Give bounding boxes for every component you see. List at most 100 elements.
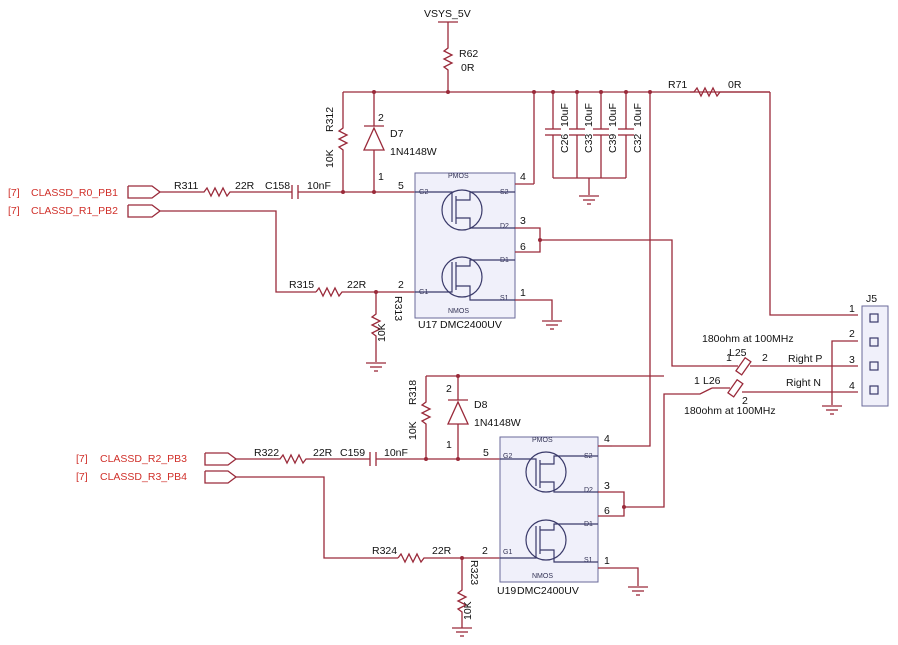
resistor-r322: R322 22R xyxy=(236,447,370,465)
svg-text:4: 4 xyxy=(604,433,610,445)
svg-text:2: 2 xyxy=(378,112,384,124)
svg-text:[7]: [7] xyxy=(76,453,88,465)
svg-text:10K: 10K xyxy=(407,421,419,440)
svg-text:10K: 10K xyxy=(462,601,474,620)
capacitor-c39: C39 10uF xyxy=(593,92,619,178)
svg-text:180ohm at 100MHz: 180ohm at 100MHz xyxy=(684,405,776,417)
svg-text:22R: 22R xyxy=(313,447,333,459)
svg-text:10K: 10K xyxy=(324,149,336,168)
r71-to-j5 xyxy=(769,92,858,316)
svg-text:2: 2 xyxy=(762,352,768,364)
svg-text:10uF: 10uF xyxy=(559,103,571,127)
svg-text:R322: R322 xyxy=(254,447,279,459)
svg-text:D7: D7 xyxy=(390,128,404,140)
diode-d7: 2 1 D7 1N4148W xyxy=(362,92,437,192)
resistor-r311: R311 22R xyxy=(160,180,292,198)
svg-text:R311: R311 xyxy=(174,180,198,192)
ic-u19: PMOS NMOS G2 S2 D2 D1 G1 S1 U19 DMC2400U… xyxy=(497,436,599,597)
resistor-r318: R318 10K xyxy=(407,376,432,459)
svg-text:[7]: [7] xyxy=(76,471,88,483)
svg-text:6: 6 xyxy=(604,505,610,517)
resistor-r71: R71 0R xyxy=(668,79,770,98)
svg-text:0R: 0R xyxy=(461,62,475,74)
svg-text:3: 3 xyxy=(849,354,855,366)
svg-text:22R: 22R xyxy=(347,279,367,291)
r1-trace xyxy=(160,210,316,293)
svg-text:C33: C33 xyxy=(583,134,595,153)
net-classd-r3: [7] CLASSD_R3_PB4 xyxy=(76,470,238,484)
resistor-r62: R62 0R xyxy=(442,44,478,92)
svg-text:D2: D2 xyxy=(584,487,593,494)
svg-text:1N4148W: 1N4148W xyxy=(474,417,521,429)
ic-u17: PMOS NMOS G2 S2 D2 D1 G1 S1 U17 DMC2400U… xyxy=(414,172,516,331)
svg-text:[7]: [7] xyxy=(8,205,20,217)
svg-text:10uF: 10uF xyxy=(632,103,644,127)
svg-text:C158: C158 xyxy=(265,180,290,192)
svg-text:NMOS: NMOS xyxy=(532,573,553,580)
svg-text:180ohm at 100MHz: 180ohm at 100MHz xyxy=(702,333,794,345)
connector-j5: J5 1 2 3 4 xyxy=(849,293,889,407)
svg-text:C39: C39 xyxy=(607,134,619,153)
svg-text:R313: R313 xyxy=(392,296,404,321)
ground-r313 xyxy=(366,362,386,372)
svg-text:R71: R71 xyxy=(668,79,687,91)
capacitor-c158: C158 10nF xyxy=(265,180,398,199)
svg-text:R324: R324 xyxy=(372,545,397,557)
svg-text:D2: D2 xyxy=(500,223,509,230)
svg-text:CLASSD_R0_PB1: CLASSD_R0_PB1 xyxy=(31,187,118,199)
svg-text:[7]: [7] xyxy=(8,187,20,199)
svg-text:C26: C26 xyxy=(559,134,571,153)
svg-text:1: 1 xyxy=(378,171,384,183)
svg-text:C159: C159 xyxy=(340,447,365,459)
svg-text:NMOS: NMOS xyxy=(448,308,469,315)
svg-text:4: 4 xyxy=(520,171,526,183)
svg-text:L25: L25 xyxy=(729,347,747,359)
svg-text:R62: R62 xyxy=(459,48,478,60)
resistor-r312: R312 10K xyxy=(324,92,349,192)
svg-text:CLASSD_R2_PB3: CLASSD_R2_PB3 xyxy=(100,453,187,465)
svg-text:1N4148W: 1N4148W xyxy=(390,146,437,158)
capacitor-c159: C159 10nF xyxy=(340,447,500,466)
svg-text:1: 1 xyxy=(446,439,452,451)
svg-text:1: 1 xyxy=(694,375,700,387)
ground-j5 xyxy=(822,405,842,415)
svg-text:R318: R318 xyxy=(407,380,419,405)
svg-text:6: 6 xyxy=(520,241,526,253)
svg-text:DMC2400UV: DMC2400UV xyxy=(517,585,579,597)
net-classd-r2: [7] CLASSD_R2_PB3 xyxy=(76,452,238,466)
svg-text:PMOS: PMOS xyxy=(532,437,553,444)
resistor-r313: R313 10K xyxy=(370,292,404,362)
svg-text:1: 1 xyxy=(520,287,526,299)
right-p-label: Right P xyxy=(788,353,822,365)
resistor-r323: R323 10K xyxy=(456,558,480,628)
ground-u19 xyxy=(628,586,648,596)
svg-text:U19: U19 xyxy=(497,585,516,597)
svg-text:3: 3 xyxy=(520,215,526,227)
svg-text:2: 2 xyxy=(482,545,488,557)
svg-text:22R: 22R xyxy=(432,545,452,557)
svg-text:R323: R323 xyxy=(468,560,480,585)
vsys-label: VSYS_5V xyxy=(424,8,471,20)
svg-text:10nF: 10nF xyxy=(384,447,408,459)
right-n-label: Right N xyxy=(786,377,821,389)
svg-text:U17: U17 xyxy=(418,319,437,331)
svg-text:5: 5 xyxy=(483,447,489,459)
svg-text:2: 2 xyxy=(398,279,404,291)
svg-text:R312: R312 xyxy=(324,107,336,132)
net-classd-r0: [7] CLASSD_R0_PB1 xyxy=(8,185,162,199)
net-classd-r1: [7] CLASSD_R1_PB2 xyxy=(8,204,162,218)
ground-caps xyxy=(579,195,599,205)
svg-text:R315: R315 xyxy=(289,279,314,291)
svg-text:J5: J5 xyxy=(866,293,877,305)
svg-text:1: 1 xyxy=(849,303,855,315)
svg-text:10nF: 10nF xyxy=(307,180,331,192)
svg-text:10K: 10K xyxy=(376,323,388,342)
svg-text:D8: D8 xyxy=(474,399,488,411)
svg-text:22R: 22R xyxy=(235,180,255,192)
svg-text:S1: S1 xyxy=(500,295,509,302)
svg-text:G1: G1 xyxy=(503,549,512,556)
svg-text:C32: C32 xyxy=(632,134,644,153)
resistor-r324: R324 22R xyxy=(372,545,500,564)
svg-text:CLASSD_R1_PB2: CLASSD_R1_PB2 xyxy=(31,205,118,217)
svg-text:CLASSD_R3_PB4: CLASSD_R3_PB4 xyxy=(100,471,187,483)
